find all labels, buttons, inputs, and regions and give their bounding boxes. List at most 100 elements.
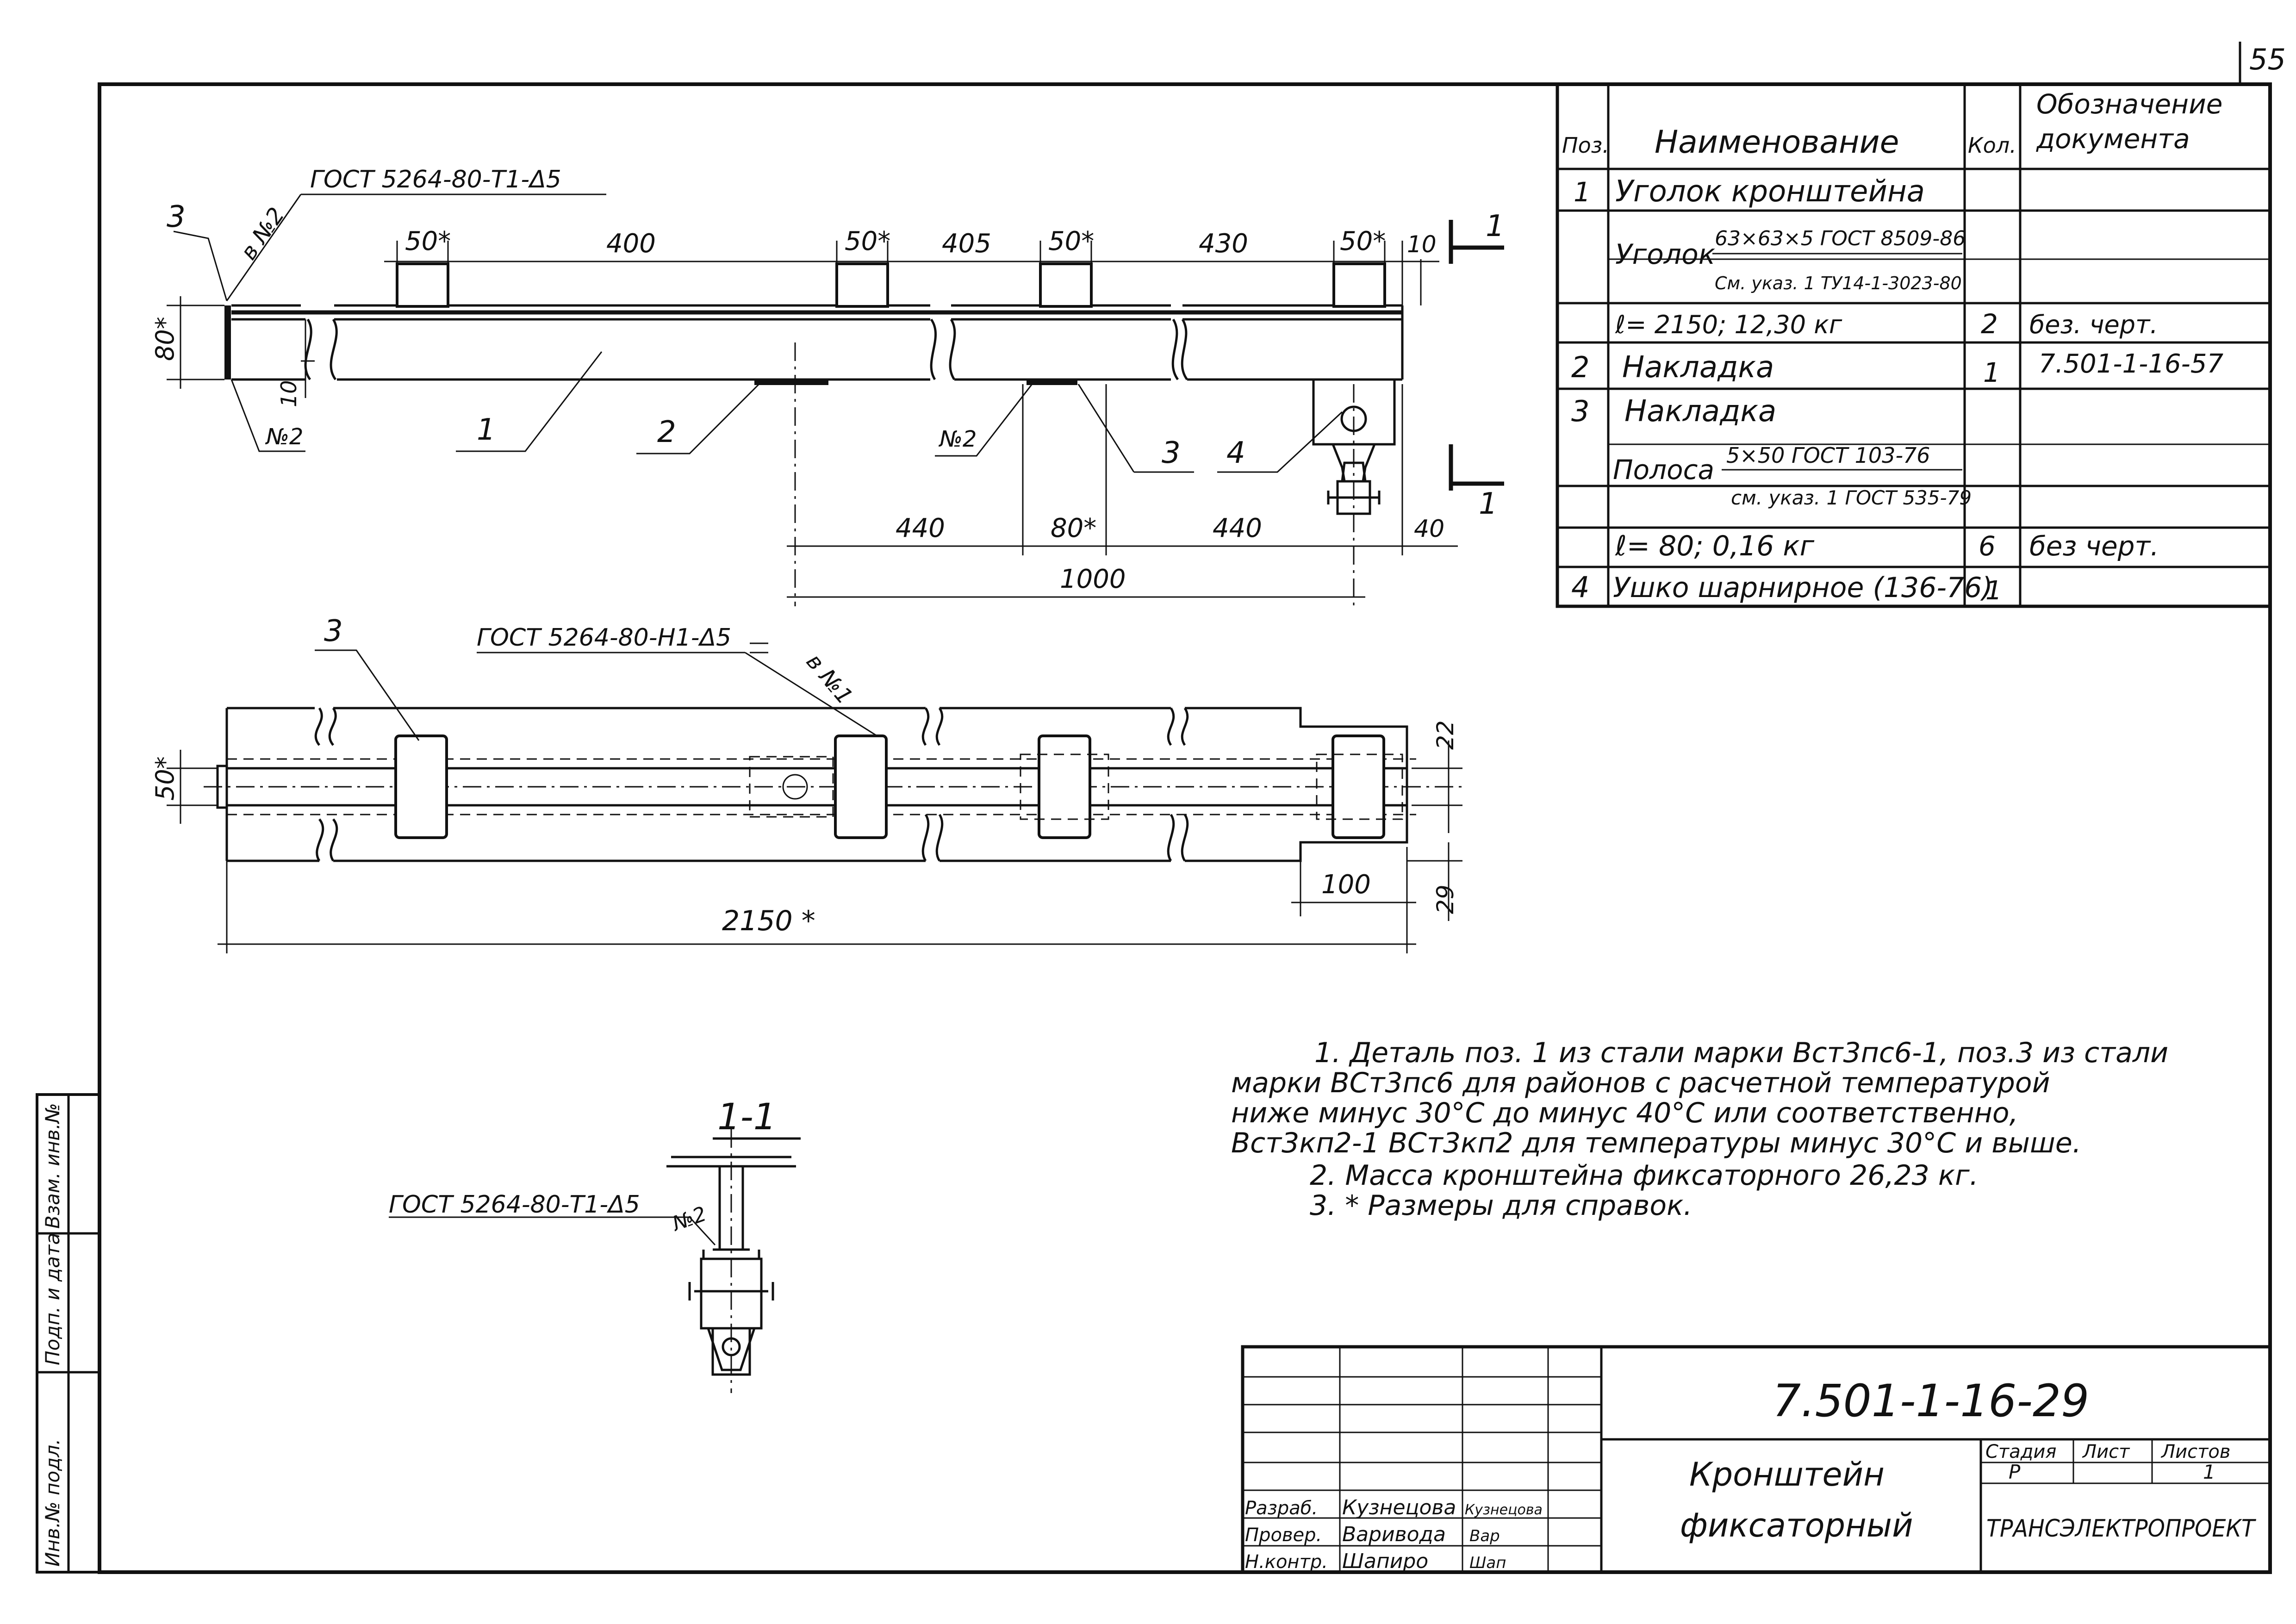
spec-header-pos: Поз. bbox=[1562, 133, 1609, 158]
dim-50-a: 50* bbox=[405, 226, 451, 256]
spec-r1-name: Уголок кронштейна bbox=[1615, 174, 1925, 209]
dim-1000: 1000 bbox=[1060, 564, 1126, 594]
spec-r4-doc: 7.501-1-16-57 bbox=[2039, 349, 2223, 379]
spec-r7-name: ℓ= 80; 0,16 кг bbox=[1615, 530, 1815, 562]
dim-50-e: 50* bbox=[150, 756, 180, 801]
note-line-2: марки ВСт3пс6 для районов с расчетной те… bbox=[1231, 1067, 2050, 1099]
sign-role-2: Провер. bbox=[1245, 1524, 1322, 1546]
notes: 1. Деталь поз. 1 из стали марки Вст3пс6-… bbox=[1231, 1037, 2168, 1222]
pos-label-3: 3 bbox=[1162, 436, 1181, 470]
side-stamp-inv: Инв.№ подл. bbox=[41, 1439, 64, 1567]
sheets-label: Листов bbox=[2160, 1441, 2230, 1462]
pos-label-1: 1 bbox=[477, 413, 496, 447]
spec-r5-name: Накладка bbox=[1624, 394, 1776, 429]
top-plate-1 bbox=[396, 262, 449, 308]
pos-label-4: 4 bbox=[1226, 436, 1245, 470]
spec-r2-den: См. указ. 1 ТУ14-1-3023-80 bbox=[1715, 273, 1962, 293]
dim-80: 80* bbox=[150, 317, 180, 361]
spec-r3-name: ℓ= 2150; 12,30 кг bbox=[1615, 310, 1842, 339]
dim-50-c: 50* bbox=[1048, 226, 1094, 256]
top-plate-4 bbox=[1332, 262, 1386, 308]
front-view: 50* 400 50* 405 50* 430 50* 10 1 80* 10 … bbox=[150, 166, 1505, 606]
spec-r2-num: 63×63×5 ГОСТ 8509-86 bbox=[1715, 227, 1966, 250]
spec-r8-name: Ушко шарнирное (136-76) bbox=[1613, 572, 1993, 604]
weld-callout-section: ГОСТ 5264-80-Т1-Δ5 bbox=[389, 1191, 640, 1219]
dim-29: 29 bbox=[1432, 884, 1459, 914]
title-line-1: Кронштейн bbox=[1689, 1456, 1885, 1493]
section-mark-top: 1 bbox=[1486, 209, 1505, 243]
weld-note-top-2: №2 bbox=[265, 424, 303, 450]
end-plate bbox=[224, 305, 231, 380]
note-line-1: 1. Деталь поз. 1 из стали марки Вст3пс6-… bbox=[1314, 1037, 2168, 1069]
dim-440-a: 440 bbox=[896, 513, 945, 543]
sign-mark-3: Шап bbox=[1469, 1554, 1506, 1572]
spec-header-doc-1: Обозначение bbox=[2036, 88, 2222, 120]
spec-r3-doc: без. черт. bbox=[2029, 310, 2158, 339]
sign-mark-1: Кузнецова bbox=[1465, 1502, 1543, 1518]
page-number: 55 bbox=[2249, 43, 2286, 76]
weld-note-mid: №2 bbox=[938, 426, 977, 452]
spec-r4-qty: 1 bbox=[1983, 357, 2000, 388]
sign-role-3: Н.контр. bbox=[1245, 1551, 1328, 1573]
sign-name-1: Кузнецова bbox=[1342, 1496, 1456, 1519]
dim-2150: 2150 * bbox=[722, 905, 815, 937]
stage-label: Стадия bbox=[1985, 1441, 2056, 1462]
note-line-6: 3. * Размеры для справок. bbox=[1310, 1189, 1692, 1222]
pos-label-3-top: 3 bbox=[167, 200, 186, 234]
dim-440-b: 440 bbox=[1213, 513, 1262, 543]
stage-value: Р bbox=[2009, 1461, 2021, 1483]
organization: ТРАНСЭЛЕКТРОПРОЕКТ bbox=[1986, 1515, 2257, 1543]
section-1-1: 1-1 ГОСТ 5264-80-Т1-Δ5 №2 bbox=[389, 1096, 801, 1393]
weld-note-plan: в №1 bbox=[801, 649, 858, 709]
spec-r4-name: Накладка bbox=[1622, 350, 1774, 385]
dim-50-b: 50* bbox=[845, 226, 890, 256]
note-line-5: 2. Масса кронштейна фиксаторного 26,23 к… bbox=[1310, 1159, 1979, 1192]
side-stamp-sign: Подп. и дата bbox=[41, 1233, 64, 1365]
dim-405: 405 bbox=[942, 229, 991, 259]
dim-400: 400 bbox=[606, 229, 656, 259]
pos-label-3-plan: 3 bbox=[324, 614, 343, 648]
title-block: 7.501-1-16-29 Кронштейн фиксаторный Стад… bbox=[1241, 1345, 2272, 1574]
dim-10-a: 10 bbox=[1407, 231, 1437, 258]
plan-plate-4 bbox=[1332, 734, 1385, 839]
dim-10-b: 10 bbox=[276, 380, 301, 407]
spec-r1-pos: 1 bbox=[1574, 176, 1591, 208]
bottom-plate-pos2 bbox=[754, 380, 828, 385]
title-line-2: фиксаторный bbox=[1680, 1506, 1913, 1544]
sign-name-3: Шапиро bbox=[1342, 1549, 1428, 1573]
spec-r7-qty: 6 bbox=[1979, 530, 1996, 562]
sign-mark-2: Вар bbox=[1469, 1527, 1500, 1545]
spec-header-doc-2: документа bbox=[2036, 123, 2190, 155]
plan-plate-1 bbox=[394, 734, 448, 839]
plan-plate-3 bbox=[1038, 734, 1091, 839]
sign-name-2: Варивода bbox=[1342, 1523, 1446, 1546]
note-line-3: ниже минус 30°С до минус 40°С или соотве… bbox=[1231, 1097, 2018, 1129]
plan-view: 22 29 100 50* 2150 * ГОСТ 5264-80-Н1-Δ5 … bbox=[150, 614, 1462, 953]
dim-100: 100 bbox=[1321, 870, 1371, 900]
spec-r5-pos: 3 bbox=[1571, 394, 1589, 428]
spec-r8-qty: 1 bbox=[1985, 576, 2002, 606]
side-stamp: Инв.№ подл. Подп. и дата Взам. инв.№ bbox=[36, 1093, 101, 1574]
side-stamp-replace: Взам. инв.№ bbox=[41, 1103, 64, 1229]
spec-r4-pos: 2 bbox=[1571, 350, 1589, 384]
spec-r6-name: Полоса bbox=[1613, 454, 1714, 485]
spec-r8-pos: 4 bbox=[1571, 570, 1589, 604]
section-mark-bottom: 1 bbox=[1479, 487, 1498, 521]
top-plate-2 bbox=[835, 262, 889, 308]
weld-callout-plan: ГОСТ 5264-80-Н1-Δ5 bbox=[477, 624, 731, 652]
sheet-frame bbox=[98, 82, 2272, 1574]
spec-table: Поз. Наименование Кол. Обозначение докум… bbox=[1556, 82, 2272, 608]
bottom-plate-pos3 bbox=[1027, 380, 1077, 385]
spec-r3-qty: 2 bbox=[1981, 308, 1998, 340]
spec-header-qty: Кол. bbox=[1968, 133, 2016, 158]
dim-80-b: 80* bbox=[1051, 513, 1096, 543]
spec-r6-num: 5×50 ГОСТ 103-76 bbox=[1726, 443, 1930, 468]
weld-note-top-1: в №2 bbox=[236, 203, 290, 265]
pos-label-2: 2 bbox=[657, 415, 676, 449]
spec-r7-doc: без черт. bbox=[2029, 530, 2159, 562]
weld-callout-top: ГОСТ 5264-80-Т1-Δ5 bbox=[310, 166, 561, 193]
spec-header-name: Наименование bbox=[1655, 124, 1899, 161]
top-plate-3 bbox=[1039, 262, 1093, 308]
section-title: 1-1 bbox=[717, 1096, 776, 1138]
